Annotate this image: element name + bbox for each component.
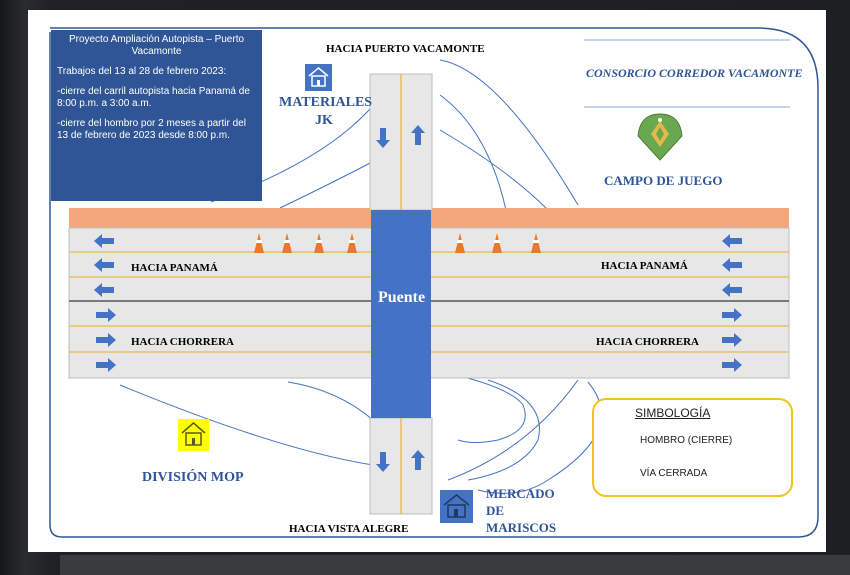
ramp-se-1 bbox=[432, 369, 526, 443]
label-chorrera-right: HACIA CHORRERA bbox=[596, 336, 699, 348]
label-south: HACIA VISTA ALEGRE bbox=[289, 523, 409, 535]
building-icon bbox=[305, 64, 332, 91]
materiales-label-2: JK bbox=[315, 113, 333, 128]
info-line-2: -cierre del carril autopista hacia Panam… bbox=[57, 86, 250, 109]
info-line-1: Trabajos del 13 al 28 de febrero 2023: bbox=[57, 66, 227, 77]
legend-title: SIMBOLOGÍA bbox=[635, 406, 711, 420]
info-box: Proyecto Ampliación Autopista – Puerto V… bbox=[51, 30, 262, 201]
materiales-label: MATERIALES bbox=[279, 95, 373, 110]
traffic-cone-icon bbox=[282, 233, 292, 253]
mercado-label-1: MERCADO bbox=[486, 486, 555, 501]
ramp-se-4 bbox=[477, 381, 602, 494]
bridge bbox=[371, 210, 431, 418]
building-icon bbox=[440, 490, 473, 523]
label-panama-left: HACIA PANAMÁ bbox=[131, 262, 218, 274]
label-north: HACIA PUERTO VACAMONTE bbox=[326, 43, 485, 55]
traffic-cone-icon bbox=[455, 233, 465, 253]
bottom-strip bbox=[60, 555, 850, 575]
traffic-cones bbox=[254, 233, 541, 253]
traffic-cone-icon bbox=[492, 233, 502, 253]
label-chorrera-left: HACIA CHORRERA bbox=[131, 336, 234, 348]
ramp-ne-3 bbox=[439, 129, 549, 211]
ramps bbox=[119, 59, 602, 494]
ramp-sw-1 bbox=[119, 384, 374, 466]
traffic-cone-icon bbox=[347, 233, 357, 253]
info-title: Proyecto Ampliación Autopista – Puerto V… bbox=[68, 34, 245, 57]
division-label: DIVISIÓN MOP bbox=[142, 470, 244, 485]
ramp-sw-2 bbox=[287, 381, 374, 421]
legend-closed-label: VÍA CERRADA bbox=[640, 468, 708, 479]
ramp-ne-2 bbox=[439, 59, 579, 206]
consorcio-label: CONSORCIO CORREDOR VACAMONTE bbox=[586, 66, 803, 80]
campo-label: CAMPO DE JUEGO bbox=[604, 173, 723, 188]
ramp-se-2 bbox=[467, 379, 540, 481]
map-drawing bbox=[49, 27, 819, 538]
legend-box: SIMBOLOGÍA HOMBRO (CIERRE) VÍA CERRADA bbox=[592, 398, 793, 497]
info-line-3: -cierre del hombro por 2 meses a partir … bbox=[57, 118, 246, 141]
mercado-label-3: MARISCOS bbox=[486, 520, 557, 535]
building-icon bbox=[178, 419, 209, 451]
outer-border bbox=[49, 27, 819, 538]
bridge-label: Puente bbox=[377, 289, 426, 306]
baseball-field-icon bbox=[637, 113, 683, 161]
mercado-label-2: DE bbox=[486, 503, 505, 518]
traffic-cone-icon bbox=[254, 233, 264, 253]
traffic-cone-icon bbox=[531, 233, 541, 253]
ramp-ne-1 bbox=[439, 94, 507, 211]
label-panama-right: HACIA PANAMÁ bbox=[601, 260, 688, 272]
legend-shoulder-label: HOMBRO (CIERRE) bbox=[640, 435, 733, 446]
ramp-nw-2 bbox=[279, 159, 377, 209]
ramp-se-3 bbox=[447, 379, 579, 481]
traffic-cone-icon bbox=[314, 233, 324, 253]
